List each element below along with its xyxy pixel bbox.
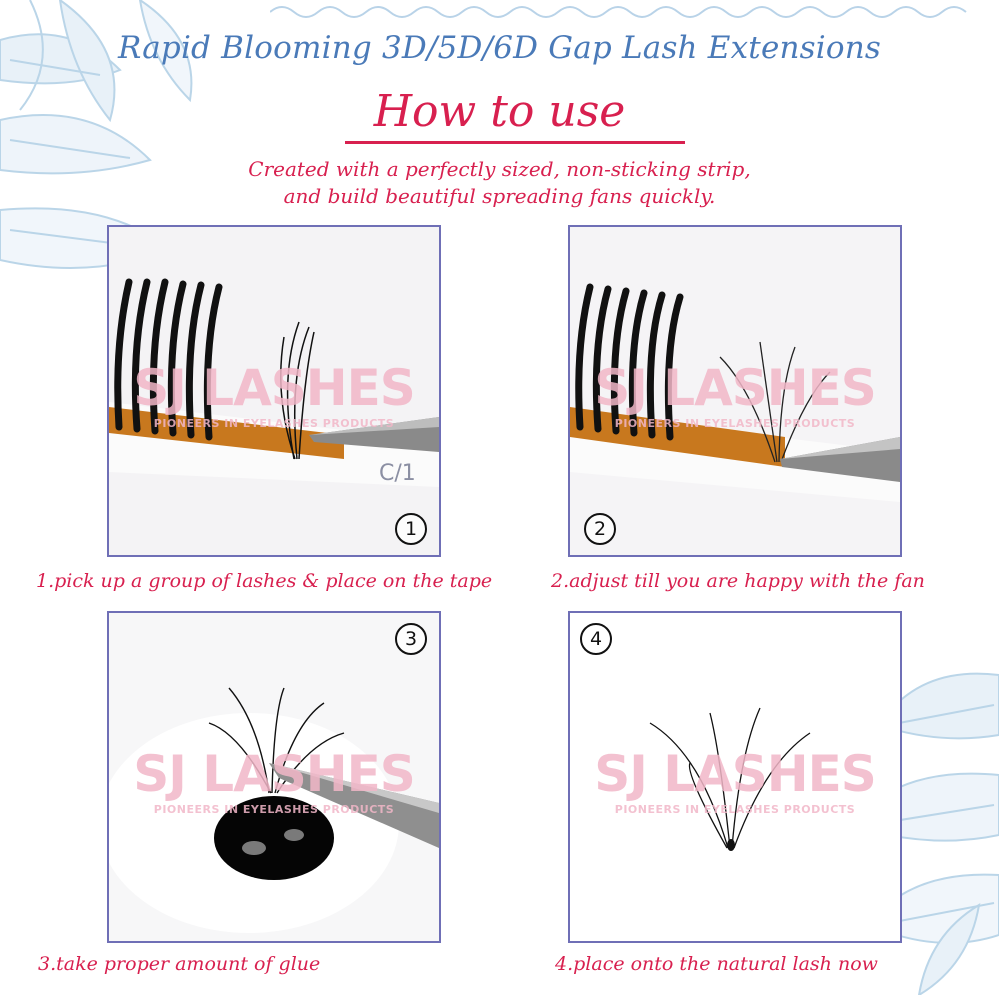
glue-drop-image bbox=[109, 613, 439, 941]
step-3-number-badge: 3 bbox=[395, 623, 427, 655]
step-1-number-badge: 1 bbox=[395, 513, 427, 545]
step-3-caption: 3.take proper amount of glue bbox=[38, 953, 321, 975]
section-heading: How to use bbox=[373, 86, 626, 137]
finished-fan-image bbox=[570, 613, 900, 941]
step-2-photo: SJ LASHES PIONEERS IN EYELASHES PRODUCTS… bbox=[568, 225, 902, 557]
step-1-photo: C/1 SJ LASHES PIONEERS IN EYELASHES PROD… bbox=[107, 225, 441, 557]
subtitle-line-1: Created with a perfectly sized, non-stic… bbox=[248, 157, 751, 181]
page-title: Rapid Blooming 3D/5D/6D Gap Lash Extensi… bbox=[117, 30, 882, 66]
step-4-number-badge: 4 bbox=[580, 623, 612, 655]
lash-strip-image: C/1 bbox=[109, 227, 439, 555]
step-1-caption: 1.pick up a group of lashes & place on t… bbox=[36, 570, 493, 592]
strip-curl-label: C/1 bbox=[379, 461, 416, 486]
step-2-number-badge: 2 bbox=[584, 513, 616, 545]
floral-decoration-top-left bbox=[0, 0, 193, 269]
step-3-photo: SJ LASHES PIONEERS IN EYELASHES PRODUCTS… bbox=[107, 611, 441, 943]
subtitle-line-2: and build beautiful spreading fans quick… bbox=[283, 184, 716, 208]
step-4-caption: 4.place onto the natural lash now bbox=[555, 953, 878, 975]
step-4-photo: SJ LASHES PIONEERS IN EYELASHES PRODUCTS… bbox=[568, 611, 902, 943]
lash-fan-image bbox=[570, 227, 900, 555]
wave-border-decoration bbox=[270, 6, 967, 18]
heading-underline bbox=[345, 141, 685, 144]
step-2-caption: 2.adjust till you are happy with the fan bbox=[551, 570, 925, 592]
